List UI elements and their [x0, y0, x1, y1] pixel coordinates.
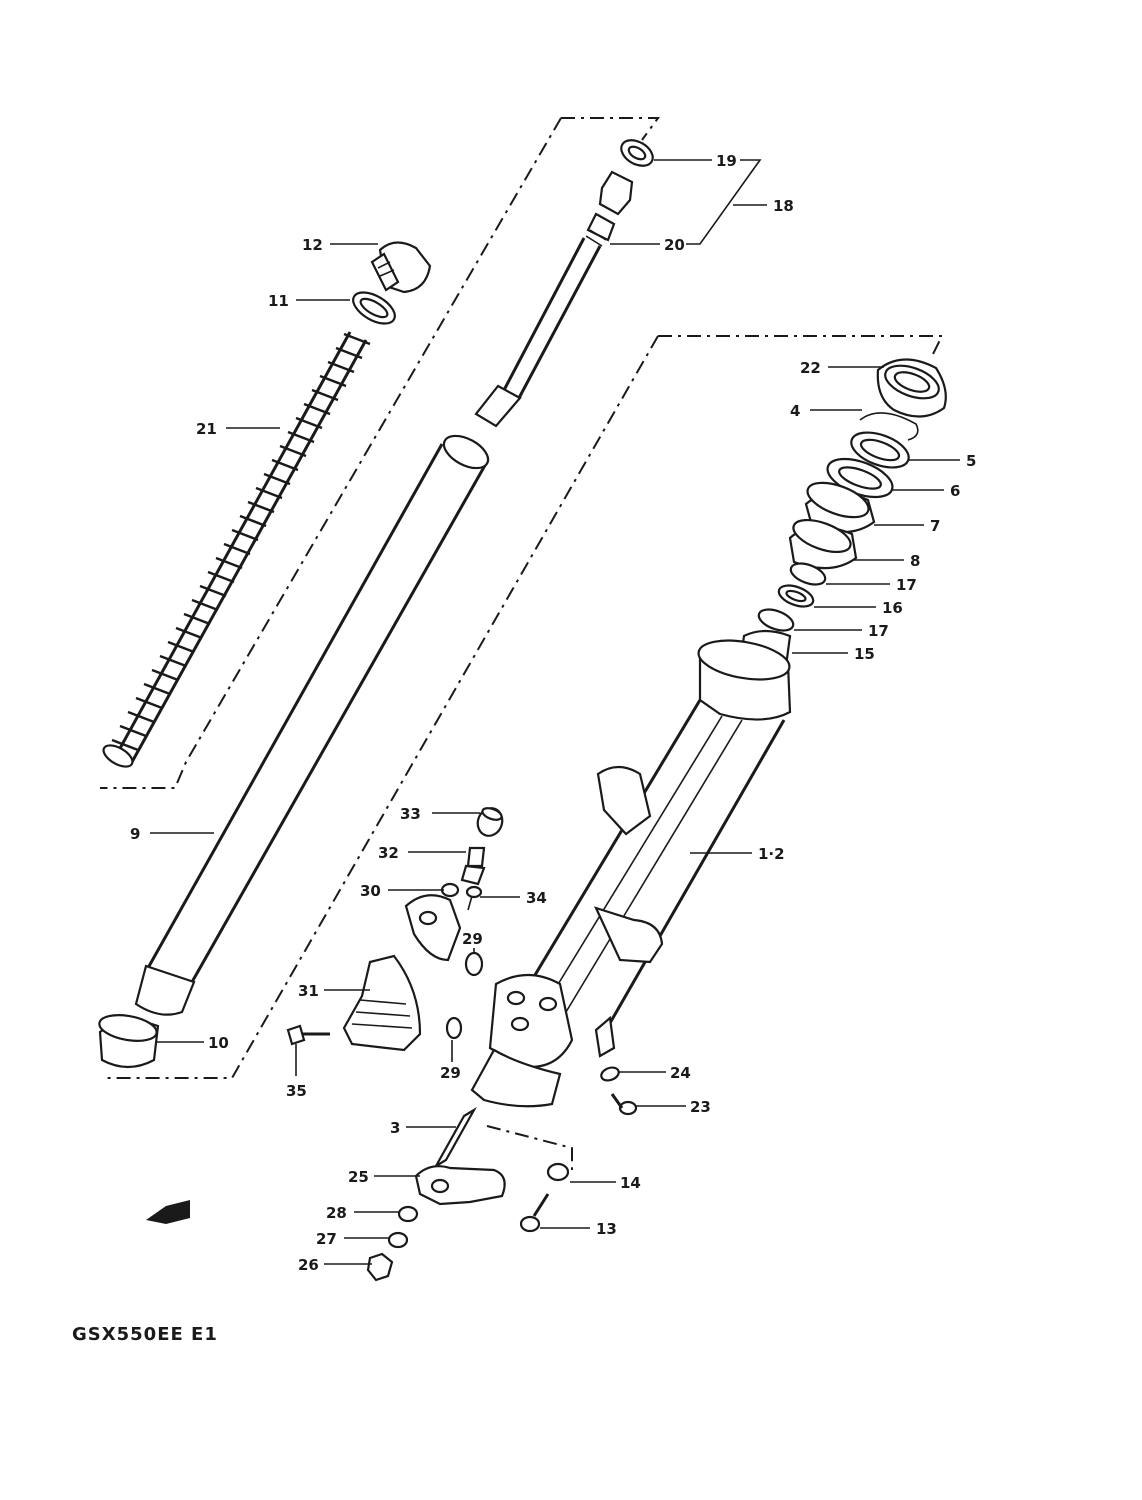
callout-11: 11	[268, 292, 289, 310]
part-25-axle-holder	[414, 1165, 506, 1206]
part-33-cap	[476, 807, 504, 837]
part-21-fork-spring	[102, 331, 371, 768]
part-30-housing	[404, 894, 462, 962]
part-17-washer-lower	[757, 608, 795, 632]
callout-16: 16	[882, 599, 903, 617]
callout-28: 28	[326, 1204, 347, 1222]
callout-22: 22	[800, 359, 821, 377]
part-9-inner-tube	[134, 434, 490, 1016]
part-12-cap-bolt	[370, 241, 432, 294]
part-28-washer	[397, 1205, 419, 1223]
part-5-oil-seal	[850, 431, 910, 469]
callout-30: 30	[360, 882, 381, 900]
model-code-label: GSX550EE E1	[72, 1324, 218, 1345]
part-29-o-ring-lower	[445, 1016, 463, 1040]
part-17-washer-upper	[789, 562, 827, 586]
callout-32: 32	[378, 844, 399, 862]
leader-lines	[150, 159, 960, 1265]
callout-19: 19	[716, 152, 737, 170]
part-3-axle-pin	[433, 1106, 477, 1170]
part-35-bolt	[286, 1024, 330, 1046]
callout-34: 34	[526, 889, 547, 907]
callout-18: 18	[773, 197, 794, 215]
callout-25: 25	[348, 1168, 369, 1186]
part-34-bolt	[465, 885, 483, 911]
part-16-washer	[777, 584, 815, 608]
callout-labels: 19 18 20 12 11 21 22 4 5 6 7 8 17 16 17 …	[130, 152, 976, 1274]
callout-15: 15	[854, 645, 875, 663]
part-13-bolt	[519, 1193, 550, 1233]
callout-12: 12	[302, 236, 323, 254]
callout-10: 10	[208, 1034, 229, 1052]
callout-26: 26	[298, 1256, 319, 1274]
callout-3: 3	[390, 1119, 400, 1137]
part-32-bleeder	[460, 846, 486, 886]
callout-35: 35	[286, 1082, 307, 1100]
part-23-bolt	[610, 1093, 638, 1116]
part-30-screw	[440, 882, 460, 898]
assembly-group-lines	[100, 117, 944, 1170]
part-22-dust-seal	[876, 358, 947, 418]
part-11-o-ring	[352, 291, 396, 325]
callout-21: 21	[196, 420, 217, 438]
callout-17-lower: 17	[868, 622, 889, 640]
callout-17-upper: 17	[896, 576, 917, 594]
part-4-circlip	[859, 412, 919, 441]
callout-4: 4	[790, 402, 800, 420]
callout-24: 24	[670, 1064, 691, 1082]
callout-7: 7	[930, 517, 940, 535]
callout-29-lower: 29	[440, 1064, 461, 1082]
callout-8: 8	[910, 552, 920, 570]
callout-14: 14	[620, 1174, 641, 1192]
callout-31: 31	[298, 982, 319, 1000]
part-29-o-ring-upper	[464, 951, 484, 977]
callout-23: 23	[690, 1098, 711, 1116]
part-27-spring-washer	[387, 1231, 409, 1249]
part-10-guide-bush	[98, 1014, 160, 1069]
part-24-washer	[600, 1066, 620, 1082]
callout-5: 5	[966, 452, 976, 470]
callout-13: 13	[596, 1220, 617, 1238]
part-26-nut	[366, 1252, 394, 1282]
part-14-washer	[546, 1162, 570, 1182]
part-1-2-outer-tube	[470, 639, 792, 1108]
part-20-damper-rod	[474, 170, 634, 428]
part-7-seal-spacer	[804, 481, 876, 534]
callout-33: 33	[400, 805, 421, 823]
part-8-guide	[788, 518, 858, 570]
callout-6: 6	[950, 482, 960, 500]
callout-20: 20	[664, 236, 685, 254]
part-31-bracket	[342, 954, 422, 1052]
part-19-ring	[620, 139, 654, 167]
callout-27: 27	[316, 1230, 337, 1248]
callout-1-2: 1·2	[758, 845, 785, 863]
callout-9: 9	[130, 825, 140, 843]
front-arrow-icon	[146, 1200, 190, 1224]
callout-29-upper: 29	[462, 930, 483, 948]
